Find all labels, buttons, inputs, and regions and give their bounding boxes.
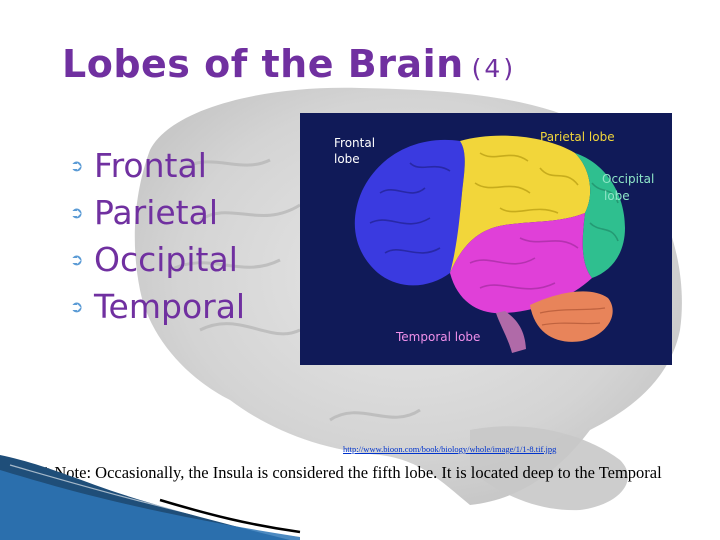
brain-lobes-diagram: Frontal lobe Parietal lobe Occipital lob…	[300, 113, 672, 365]
frontal-lobe-region	[354, 139, 465, 286]
title-text: Lobes of the Brain	[62, 42, 464, 86]
parietal-lobe-region	[450, 135, 591, 273]
occipital-lobe-label-line2: lobe	[604, 189, 630, 203]
bullet-label: Occipital	[94, 240, 238, 279]
image-source-link[interactable]: http://www.bioon.com/book/biology/whole/…	[343, 444, 557, 454]
slide-title: Lobes of the Brain(4)	[62, 42, 516, 86]
bullet-item-parietal: ➲ Parietal	[70, 189, 245, 236]
arrow-bullet-icon: ➲	[70, 297, 84, 316]
insula-note: * Note: Occasionally, the Insula is cons…	[42, 463, 662, 503]
frontal-lobe-label-line2: lobe	[334, 152, 360, 166]
arrow-bullet-icon: ➲	[70, 203, 84, 222]
bullet-label: Temporal	[94, 287, 246, 326]
occipital-lobe-label: Occipital	[602, 172, 654, 186]
bullet-label: Frontal	[94, 146, 207, 185]
brain-lobes-illustration: Frontal lobe Parietal lobe Occipital lob…	[334, 130, 654, 353]
frontal-lobe-label: Frontal	[334, 136, 375, 150]
cerebellum-region	[530, 291, 613, 342]
parietal-lobe-label: Parietal lobe	[540, 130, 615, 144]
brainstem-region	[496, 311, 526, 353]
arrow-bullet-icon: ➲	[70, 250, 84, 269]
arrow-bullet-icon: ➲	[70, 156, 84, 175]
bullet-item-occipital: ➲ Occipital	[70, 236, 245, 283]
temporal-lobe-label: Temporal lobe	[395, 330, 480, 344]
title-suffix: (4)	[471, 54, 517, 83]
bullet-label: Parietal	[94, 193, 219, 232]
lobe-bullet-list: ➲ Frontal ➲ Parietal ➲ Occipital ➲ Tempo…	[70, 142, 245, 330]
bullet-item-frontal: ➲ Frontal	[70, 142, 245, 189]
occipital-lobe-region	[575, 153, 625, 278]
bullet-item-temporal: ➲ Temporal	[70, 283, 245, 330]
